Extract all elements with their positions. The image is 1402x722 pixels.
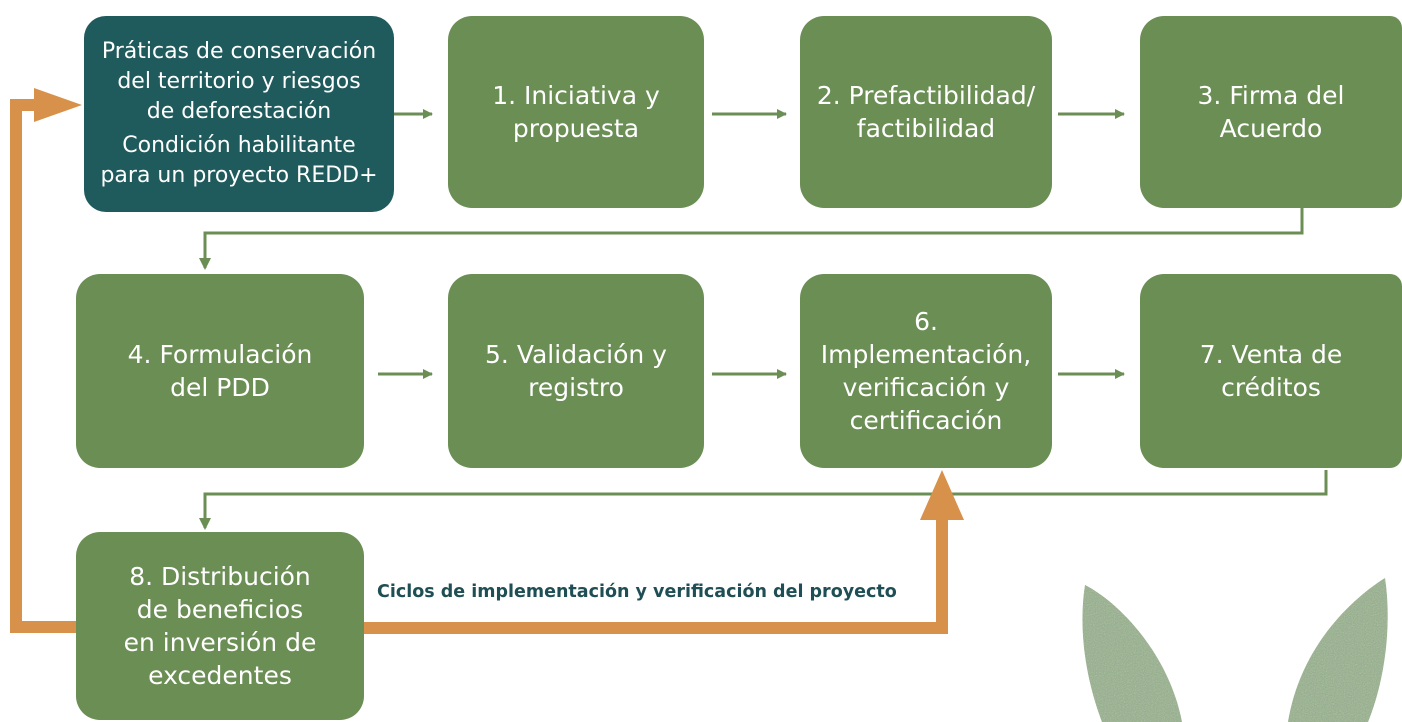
loop-arrow-to-step6-head — [920, 470, 964, 520]
leaf-icon — [1082, 578, 1388, 722]
start-enabling-condition-text: Condición habilitante para un proyecto R… — [100, 133, 378, 188]
step-6-label: 6. Implementación, verificación y certif… — [820, 307, 1032, 435]
step-2-box: 2. Prefactibilidad/ factibilidad — [800, 16, 1052, 208]
step-7-label: 7. Venta de créditos — [1199, 340, 1343, 402]
step-4-box: 4. Formulación del PDD — [76, 274, 364, 468]
start-conservation-text: Práticas de conservación del territorio … — [101, 39, 377, 124]
step-4-label: 4. Formulación del PDD — [127, 340, 313, 402]
loop-arrow-to-step6 — [362, 510, 948, 634]
step-3-box: 3. Firma del Acuerdo — [1140, 16, 1402, 208]
arrow-step7-to-step8 — [199, 470, 1328, 530]
loop-arrow-to-start — [10, 99, 80, 633]
step-8-box: 8. Distribución de beneficios en inversi… — [76, 532, 364, 720]
arrow-step3-to-step4 — [199, 208, 1304, 270]
step-7-box: 7. Venta de créditos — [1140, 274, 1402, 468]
step-2-label: 2. Prefactibilidad/ factibilidad — [816, 81, 1036, 143]
step-1-label: 1. Iniciativa y propuesta — [492, 81, 660, 143]
start-condition-box: Práticas de conservación del territorio … — [84, 16, 394, 212]
step-3-label: 3. Firma del Acuerdo — [1197, 81, 1345, 143]
step-5-label: 5. Validación y registro — [485, 340, 667, 402]
loop-arrow-to-start-head — [34, 88, 82, 122]
step-1-box: 1. Iniciativa y propuesta — [448, 16, 704, 208]
step-5-box: 5. Validación y registro — [448, 274, 704, 468]
step-6-box: 6. Implementación, verificación y certif… — [800, 274, 1052, 468]
step-8-label: 8. Distribución de beneficios en inversi… — [123, 562, 317, 690]
loop-cycle-label: Ciclos de implementación y verificación … — [377, 582, 897, 602]
